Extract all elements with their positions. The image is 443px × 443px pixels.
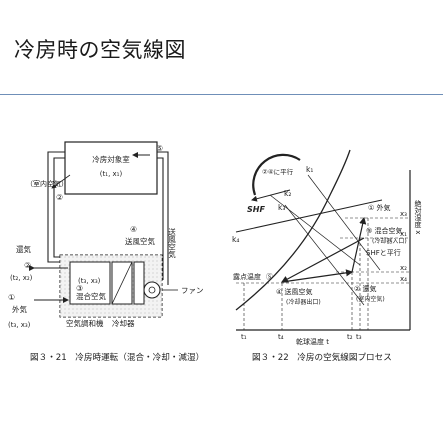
k2-label: k₂	[284, 189, 291, 198]
outdoor-air-state: (t₃, x₃)	[8, 321, 31, 329]
point-2-sub: (室内空気)	[356, 295, 385, 303]
t3-tick: t₃	[356, 333, 362, 341]
supply-duct-label: 送風空気	[167, 227, 176, 259]
point-3-label: ③	[76, 284, 83, 293]
shf-label: SHF	[247, 205, 265, 214]
point-2b-label: ②	[24, 261, 31, 270]
point-4-sub: (冷却器出口)	[286, 298, 321, 306]
ahu-label: 空気調和機	[66, 318, 104, 328]
saturation-curve	[235, 149, 351, 311]
temperature-axis-label: 乾球温度 t	[296, 337, 329, 346]
point-2-return: ② 還気	[354, 284, 377, 293]
outdoor-air-label: 外気	[12, 304, 27, 314]
fig22-psychrometric-chart: ②④に平行 SHF k₁ k₂ k₃ k₄ 絶対湿度 x 乾球温度 t 露点温度…	[232, 149, 422, 346]
parallel-note: ②④に平行	[262, 167, 294, 176]
t2-tick: t₂	[347, 333, 353, 341]
indoor-air-label: （室内空気）	[26, 179, 68, 188]
supply-air-label: 送風空気	[125, 236, 155, 246]
fan-label: ファン	[181, 286, 204, 295]
return-air-state: (t₂, x₂)	[10, 274, 33, 282]
x2-tick: x₂	[400, 264, 407, 272]
point-4-supply: ④ 送風空気	[276, 287, 313, 296]
k3-label: k₃	[278, 203, 285, 212]
fan-icon	[143, 281, 161, 299]
coil-label: 冷却器	[112, 318, 135, 328]
point-1-label: ①	[8, 293, 15, 302]
supply-duct	[157, 151, 169, 285]
point-1-outdoor: ① 外気	[368, 203, 391, 212]
return-air-label: 還気	[16, 244, 31, 254]
t1-tick: t₁	[241, 333, 247, 341]
fig22-caption: 図３・22 冷房の空気線図プロセス	[252, 353, 392, 363]
point-4-label: ④	[130, 225, 137, 234]
fig21-system-diagram: 冷房対象室 (t₁, x₁) ⑤ （室内空気） ② 還気 (t₂, x₂) ②	[8, 141, 204, 329]
mixed-air-state: (t₃, x₃)	[78, 277, 101, 285]
k4-label: k₄	[232, 235, 239, 244]
return-duct	[47, 151, 65, 263]
point-5-label: ⑤	[156, 144, 163, 153]
s-mark-label: Ⓢ	[266, 273, 273, 281]
humidity-axis-label: 絶対湿度 x	[414, 199, 422, 234]
fig21-caption: 図３・21 冷房時運転（混合・冷却・減湿）	[30, 353, 205, 363]
x3-tick: x₃	[400, 210, 407, 218]
room-title: 冷房対象室	[92, 154, 130, 164]
k1-label: k₁	[306, 165, 313, 174]
cooled-room-box	[64, 141, 158, 195]
point-3-mixed: ③ 混合空気	[366, 226, 403, 235]
mixed-air-label: 混合空気	[76, 291, 106, 301]
point-2-label: ②	[56, 193, 63, 202]
t4-tick: t₄	[278, 333, 284, 341]
shf-protractor	[252, 153, 301, 196]
room-state: (t₁, x₁)	[100, 170, 123, 178]
dew-point-label: 露点温度	[233, 272, 261, 281]
x1-tick: x₁	[400, 230, 407, 238]
slide-title: 冷房時の空気線図	[14, 38, 186, 62]
title-divider	[0, 94, 443, 95]
x4-tick: x₄	[400, 275, 407, 283]
point-3-sub: (冷却器入口)	[372, 237, 407, 245]
shf-parallel-label: SHFと平行	[366, 248, 401, 257]
